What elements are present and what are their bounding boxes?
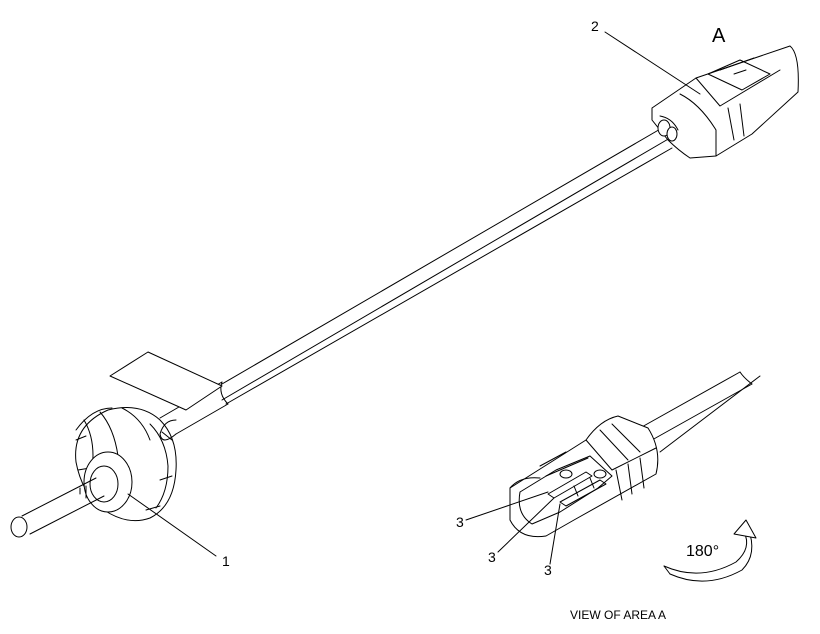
leader-lines: [127, 31, 701, 557]
callout-2: 2: [591, 18, 599, 34]
view-caption: VIEW OF AREA A: [570, 608, 666, 622]
callout-3c: 3: [544, 562, 552, 578]
callout-1: 1: [222, 553, 230, 569]
callout-3b: 3: [488, 549, 496, 565]
harness-cable: [159, 127, 673, 435]
detail-leader-lines: [465, 491, 561, 565]
pressure-sensor: [10, 407, 177, 538]
harness-tag-label: [109, 351, 223, 411]
detail-view-connector: [509, 371, 761, 538]
area-marker-a: A: [712, 25, 726, 47]
rotation-arrow-icon: [663, 519, 757, 582]
rotation-label: 180°: [686, 543, 719, 560]
callout-3a: 3: [456, 514, 464, 530]
connector-a: [651, 45, 799, 159]
